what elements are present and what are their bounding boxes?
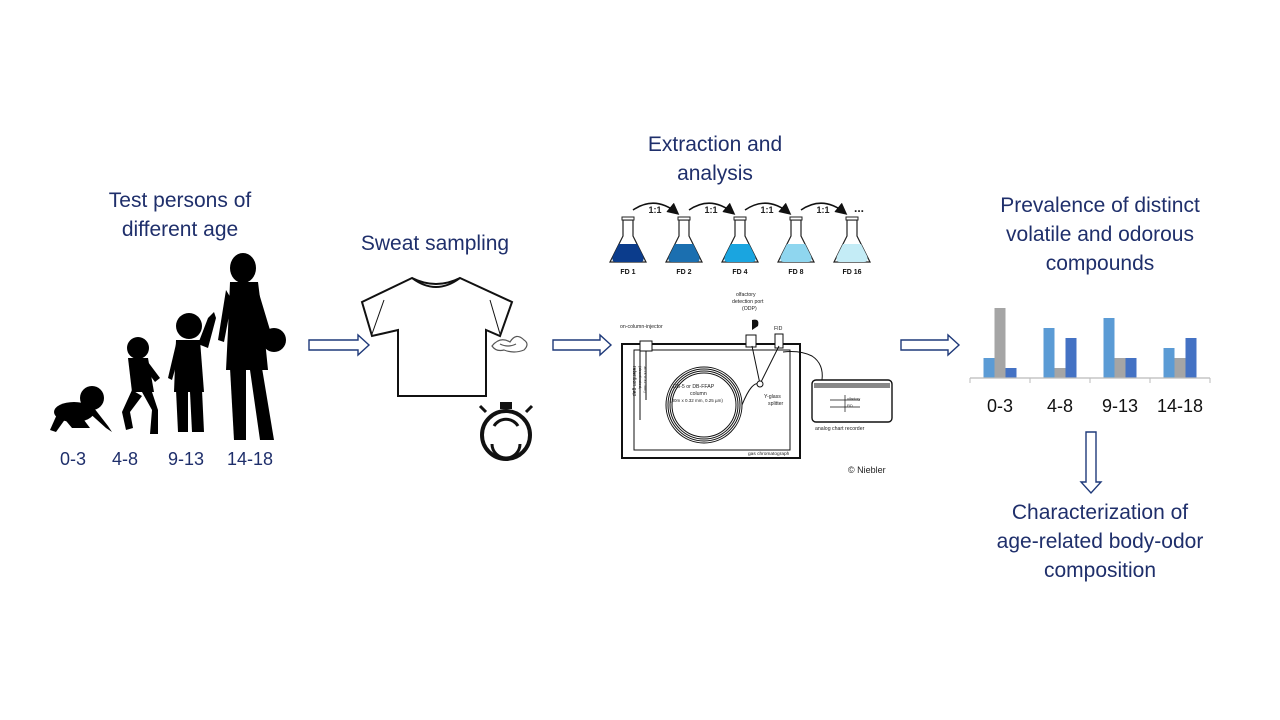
flask-rim — [845, 216, 859, 221]
arrow-chart-to-result — [1079, 431, 1103, 495]
ratio-label-1: 1:1 — [648, 205, 661, 215]
prevalence-chart: 0-3 4-8 9-13 14-18 — [969, 308, 1211, 416]
flask-5: FD 16 — [833, 216, 871, 276]
x-tick-label: 4-8 — [1047, 396, 1073, 416]
bar-9-13-s2 — [1114, 358, 1126, 378]
bar-0-3-s2 — [994, 308, 1006, 378]
x-tick-label: 9-13 — [1102, 396, 1138, 416]
persons-title: Test persons of different age — [108, 189, 252, 241]
flask-liquid — [836, 244, 868, 262]
retention-label-1: retention gap — [631, 366, 637, 396]
silhouette-baby-icon — [50, 386, 112, 432]
bar-14-18-s2 — [1174, 358, 1186, 378]
age-label-14-18: 14-18 — [226, 449, 274, 469]
splitter-label-1: Y-glass — [764, 394, 781, 400]
flask-label: FD 2 — [676, 269, 691, 276]
retention-label-2: (deactivated, — [638, 366, 643, 389]
flask-1: FD 1 — [609, 216, 647, 276]
flask-liquid — [724, 244, 756, 262]
x-tick-label: 0-3 — [987, 396, 1013, 416]
flask-4: FD 8 — [777, 216, 815, 276]
age-label-0-3: 0-3 — [59, 449, 86, 469]
recorder-label: analog chart recorder — [815, 426, 865, 432]
retention-label-3: 3m x 0.32 mm) — [643, 366, 648, 393]
bar-0-3-s3 — [1005, 368, 1017, 378]
tshirt-icon — [360, 276, 514, 397]
injector-label: on-column-injector — [620, 324, 663, 330]
extraction-title: Extraction and analysis — [647, 133, 783, 185]
flask-rim — [677, 216, 691, 221]
splitter-label-2: splitter — [768, 401, 784, 407]
gc-schematic — [621, 319, 893, 459]
flask-liquid — [668, 244, 700, 262]
bar-4-8-s2 — [1054, 368, 1066, 378]
flask-2: FD 2 — [665, 216, 703, 276]
ratio-label-3: 1:1 — [760, 205, 773, 215]
recorder-olfactory: olfactory — [847, 397, 860, 401]
dilution-arrows — [632, 202, 848, 215]
flask-rim — [621, 216, 635, 221]
silhouette-teen-icon — [218, 253, 286, 440]
sweat-title: Sweat sampling — [360, 232, 510, 255]
flask-rim — [733, 216, 747, 221]
flask-row: FD 1 FD 2 FD 4 FD 8 FD 16 — [609, 216, 871, 276]
age-label-9-13: 9-13 — [167, 449, 205, 469]
fid-label: FID — [774, 326, 783, 332]
dilution-ellipsis: ... — [854, 201, 864, 215]
prevalence-title: Prevalence of distinct volatile and odor… — [1000, 194, 1200, 275]
age-label-4-8: 4-8 — [111, 449, 138, 469]
olfactory-label-1: olfactory — [736, 292, 756, 298]
column-label-3: (30m x 0.32 mm, 0.25 µm) — [670, 398, 723, 403]
flask-liquid — [780, 244, 812, 262]
bar-0-3-s1 — [983, 358, 995, 378]
column-label-1: DB-5 or DB-FFAP — [673, 384, 715, 390]
column-label-2: column — [690, 391, 707, 397]
flask-rim — [789, 216, 803, 221]
odor-cloud-icon — [491, 335, 528, 353]
result-title: Characterization of age-related body-odo… — [996, 501, 1204, 582]
x-tick-label: 14-18 — [1157, 396, 1203, 416]
arrow-persons-to-sweat — [308, 333, 371, 357]
flask-label: FD 4 — [732, 269, 747, 276]
flask-liquid — [612, 244, 644, 262]
ratio-label-2: 1:1 — [704, 205, 717, 215]
flask-3: FD 4 — [721, 216, 759, 276]
bar-14-18-s1 — [1163, 348, 1175, 378]
silhouette-child-icon — [168, 312, 216, 432]
column-coil — [665, 366, 743, 444]
flask-label: FD 16 — [842, 269, 861, 276]
bar-4-8-s3 — [1065, 338, 1077, 378]
silhouette-toddler-icon — [122, 337, 160, 434]
arrow-sweat-to-analysis — [552, 333, 613, 357]
olfactory-label-3: (ODP) — [742, 306, 757, 312]
arrow-analysis-to-chart — [900, 333, 961, 357]
olfactory-label-2: detection port — [732, 299, 764, 305]
flask-label: FD 1 — [620, 269, 635, 276]
bar-9-13-s3 — [1125, 358, 1137, 378]
stopwatch-icon — [478, 402, 534, 461]
bar-9-13-s1 — [1103, 318, 1115, 378]
flask-label: FD 8 — [788, 269, 803, 276]
copyright-label: © Niebler — [848, 465, 886, 475]
bar-14-18-s3 — [1185, 338, 1197, 378]
gc-label: gas chromatograph — [748, 451, 790, 457]
ratio-label-4: 1:1 — [816, 205, 829, 215]
recorder-fid: FID — [847, 404, 853, 408]
bar-4-8-s1 — [1043, 328, 1055, 378]
